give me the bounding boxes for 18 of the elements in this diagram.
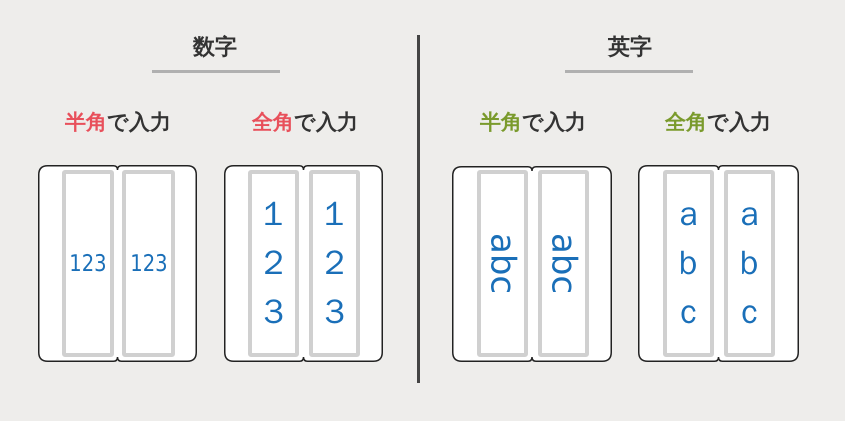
text-column: abc <box>538 170 589 357</box>
heading: 全角で入力 <box>665 109 771 136</box>
card <box>638 165 799 362</box>
text-column: 123 <box>62 170 114 357</box>
text-column: １２３ <box>309 170 360 357</box>
card <box>224 165 383 362</box>
heading: 全角で入力 <box>252 109 358 136</box>
text-column: １２３ <box>248 170 299 357</box>
heading: 半角で入力 <box>65 109 171 136</box>
section-title: 英字 <box>606 34 653 62</box>
text-column: abc <box>477 170 528 357</box>
card <box>452 166 612 362</box>
section-title: 数字 <box>192 34 238 62</box>
text-column: ａｂｃ <box>724 170 775 357</box>
heading: 半角で入力 <box>480 109 586 136</box>
text-column: 123 <box>122 170 175 357</box>
text-column: ａｂｃ <box>663 170 714 357</box>
card <box>38 165 197 362</box>
